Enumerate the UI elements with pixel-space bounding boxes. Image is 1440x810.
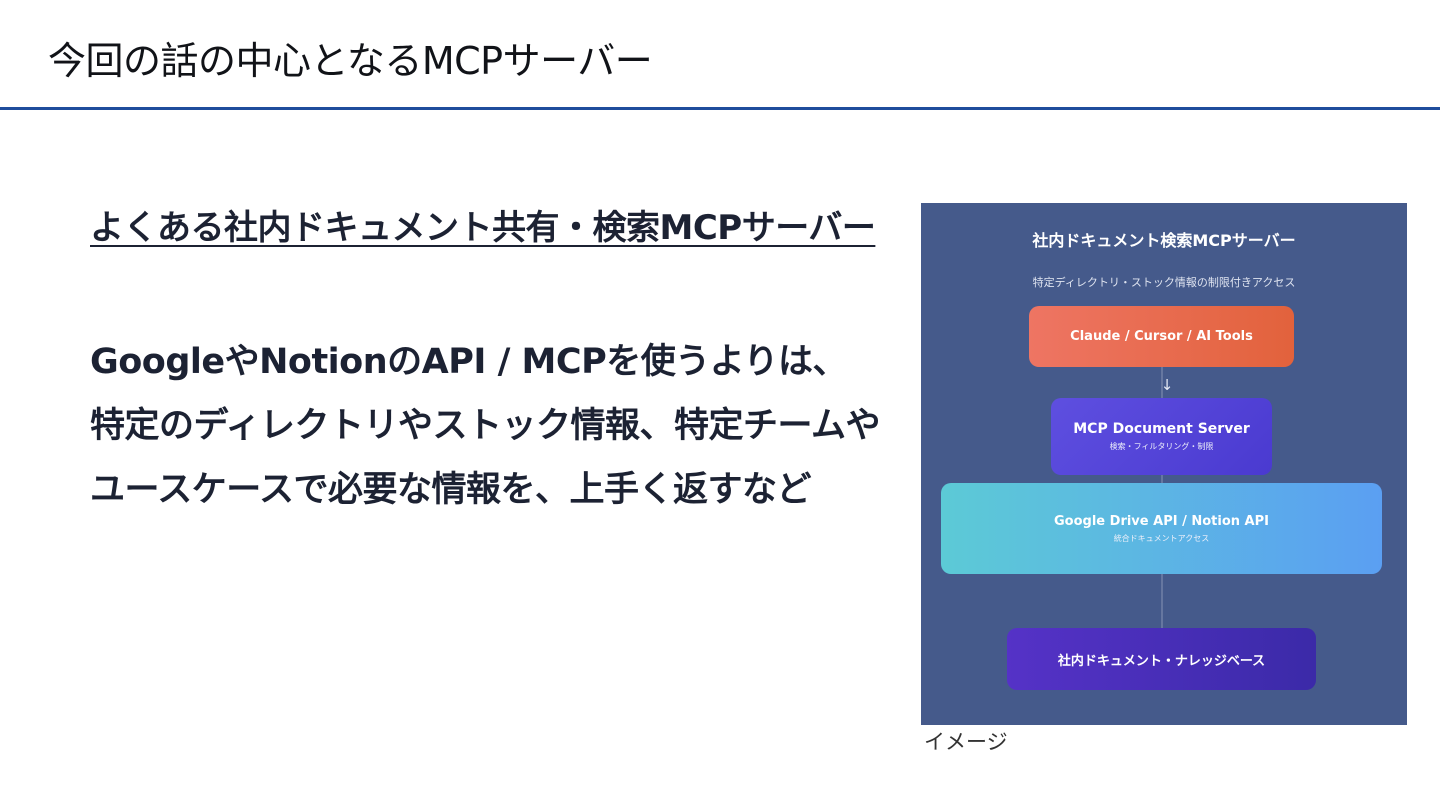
section-subheading: よくある社内ドキュメント共有・検索MCPサーバー [90,208,876,248]
architecture-diagram-image: 社内ドキュメント検索MCPサーバー 特定ディレクトリ・ストック情報の制限付きアク… [921,203,1407,725]
document-api-label: Google Drive API / Notion API [1054,513,1269,529]
header-divider [0,107,1440,110]
body-text: GoogleやNotionのAPI / MCPを使うよりは、 特定のディレクトリ… [90,330,890,522]
down-arrow-icon: ↓ [1160,376,1174,394]
mcp-server-box: MCP Document Server 検索・フィルタリング・制限 [1051,398,1272,475]
diagram-title: 社内ドキュメント検索MCPサーバー [1032,231,1296,250]
figure-caption: イメージ [924,730,1008,754]
ai-tools-label: Claude / Cursor / AI Tools [1070,329,1253,344]
ai-tools-box: Claude / Cursor / AI Tools [1029,306,1294,367]
document-api-sublabel: 統合ドキュメントアクセス [1113,533,1210,543]
knowledge-base-label: 社内ドキュメント・ナレッジベース [1057,653,1266,669]
connector-line [1161,367,1163,398]
diagram-subtitle: 特定ディレクトリ・ストック情報の制限付きアクセス [1032,276,1296,289]
slide-title: 今回の話の中心となるMCPサーバー [48,39,653,83]
mcp-server-label: MCP Document Server [1073,421,1250,437]
connector-line [1161,574,1163,628]
connector-line [1161,475,1163,483]
body-line: ユースケースで必要な情報を、上手く返すなど [90,470,812,510]
document-api-box: Google Drive API / Notion API 統合ドキュメントアク… [941,483,1382,574]
knowledge-base-box: 社内ドキュメント・ナレッジベース [1007,628,1316,690]
slide-header: 今回の話の中心となるMCPサーバー [0,0,1440,110]
body-line: 特定のディレクトリやストック情報、特定チームや [90,406,881,446]
body-line: GoogleやNotionのAPI / MCPを使うよりは、 [90,342,848,382]
mcp-server-sublabel: 検索・フィルタリング・制限 [1109,442,1214,451]
